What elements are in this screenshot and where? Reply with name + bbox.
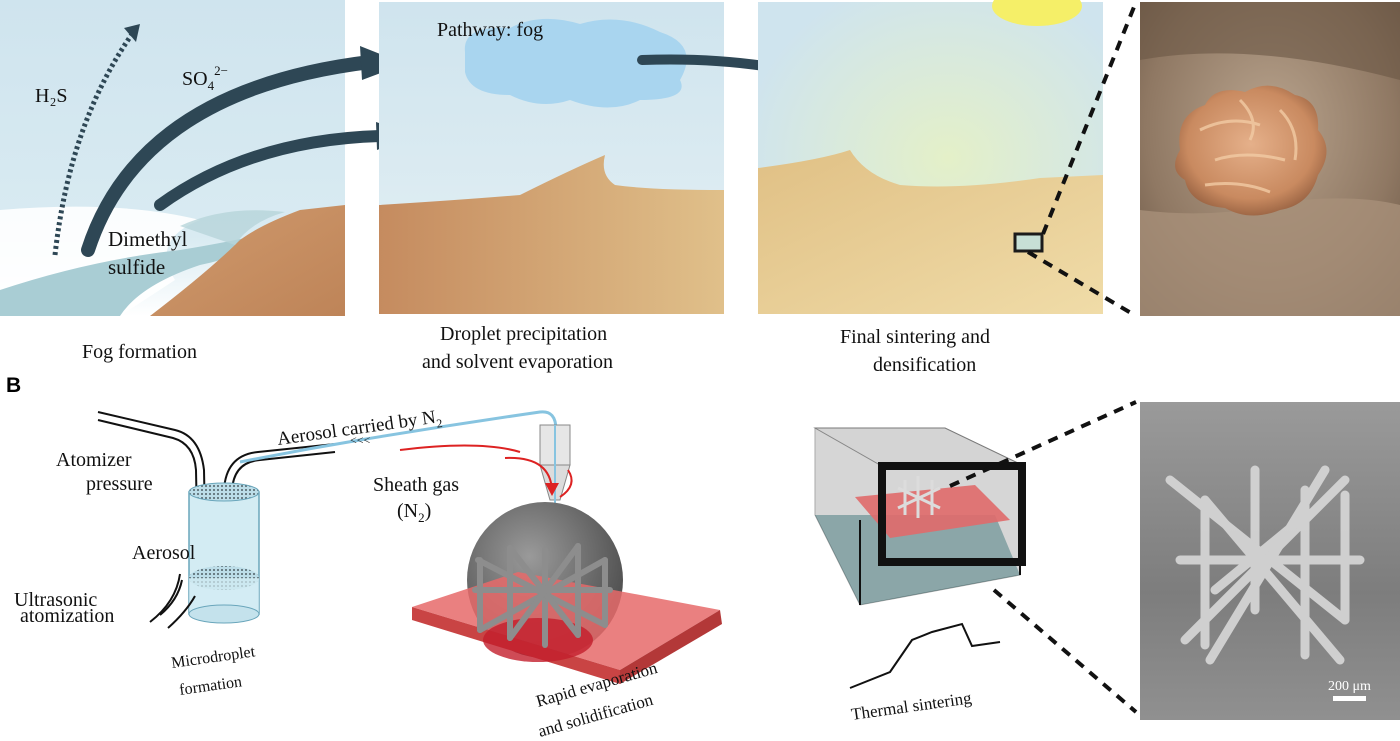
sun-icon (992, 0, 1082, 26)
caption-sintering-line1: Final sintering and (840, 326, 990, 348)
fog-cloud (464, 18, 687, 108)
ultrasonic-label-line1: Ultrasonic (14, 589, 97, 611)
dms-label-line2: sulfide (108, 255, 165, 279)
dms-arrow (154, 130, 386, 211)
svg-text:<<<: <<< (350, 433, 371, 447)
zoom-line-b-top (949, 400, 1137, 488)
h2s-label: H₂S (35, 85, 68, 107)
zoom-line-b-bottom (992, 588, 1138, 714)
caption-droplet-line2: and solvent evaporation (422, 351, 613, 373)
so4-arrow (81, 55, 377, 257)
sintering-furnace (813, 427, 1026, 606)
scene-final-sintering: Final sintering and densification (758, 0, 1103, 376)
zoom-box (1013, 232, 1044, 253)
panel-b-letter: B (6, 374, 21, 397)
atomizer-assembly (97, 411, 336, 629)
atomizer-label-line2: pressure (86, 473, 153, 495)
zoom-line-top (1041, 1, 1138, 235)
aerosol-label: Aerosol (132, 542, 196, 564)
thermal-sintering-label: Thermal sintering (850, 688, 973, 724)
cloud-label: Pathway: fog (437, 19, 543, 41)
sheath-gas-line1: Sheath gas (373, 474, 459, 496)
microdroplet-label-line1: Microdroplet (170, 643, 257, 672)
caption-sintering-line2: densification (873, 354, 976, 376)
print-nozzle (399, 424, 573, 520)
sem-image: 200 μm (1140, 402, 1400, 720)
so4-label: SO42− (182, 63, 228, 93)
scale-bar (1333, 696, 1366, 701)
desert-rose-photo (1140, 2, 1400, 316)
microdroplet-label-line2: formation (178, 673, 243, 699)
thermal-profile-curve (849, 622, 1001, 689)
ultrasonic-label-line2: atomization (20, 605, 114, 627)
sheath-gas-line2: (N2) (397, 500, 431, 525)
dms-label-line1: Dimethyl (108, 227, 187, 251)
zoom-line-bottom (1026, 250, 1138, 318)
caption-fog-formation: Fog formation (82, 341, 197, 363)
printed-lattice (412, 502, 722, 684)
scene-droplet-precipitation: Pathway: fog Droplet precipitation and s… (379, 2, 724, 373)
h2s-arrow (52, 28, 138, 256)
scale-bar-label: 200 μm (1328, 679, 1371, 694)
caption-droplet-line1: Droplet precipitation (440, 323, 607, 345)
aerosol-flow-line (239, 410, 558, 464)
atomizer-label-line1: Atomizer (56, 449, 132, 471)
furnace-door-frame (878, 462, 1026, 566)
